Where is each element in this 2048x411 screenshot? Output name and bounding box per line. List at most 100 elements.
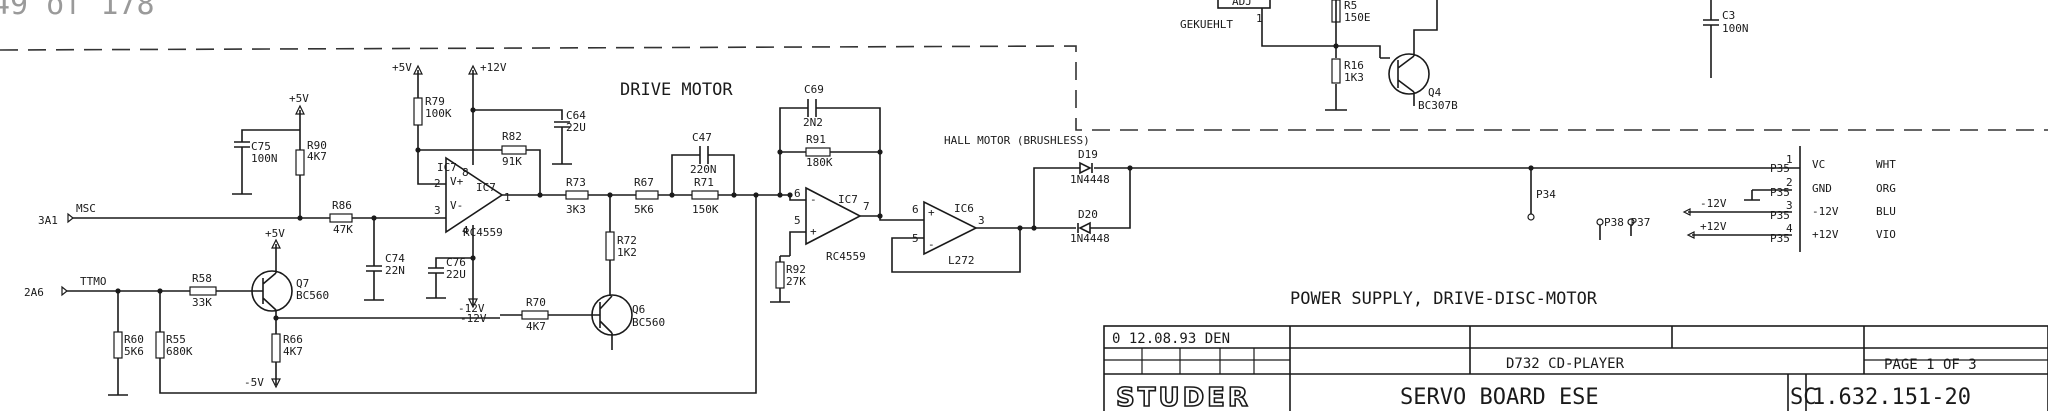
schematic-label: +12V [1700, 220, 1727, 233]
schematic-label: 100N [1722, 22, 1749, 35]
schematic-label: R60 [124, 333, 144, 346]
schematic-label: BLU [1876, 205, 1896, 218]
schematic-label: WHT [1876, 158, 1896, 171]
schematic-label: VC [1812, 158, 1825, 171]
schematic-label: R86 [332, 199, 352, 212]
schematic-label: -12V [1812, 205, 1839, 218]
schematic-label: 100K [425, 107, 452, 120]
schematic-label: +12V [1812, 228, 1839, 241]
schematic-label: C47 [692, 131, 712, 144]
schematic-label: 33K [192, 296, 212, 309]
schematic-label: 1N4448 [1070, 232, 1110, 245]
schematic-label: +12V [480, 61, 507, 74]
schematic-label: 91K [502, 155, 522, 168]
schematic-label: C76 [446, 256, 466, 269]
board-boundary [0, 45, 2048, 131]
schematic-label: 1 [1786, 153, 1793, 166]
d19-diode-icon [1079, 161, 1093, 175]
schematic-label: ORG [1876, 182, 1896, 195]
schematic-label: IC7 [476, 181, 496, 194]
schematic-label: +5V [265, 227, 285, 240]
power-supply-title: POWER SUPPLY, DRIVE-DISC-MOTOR [1290, 289, 1598, 309]
page-of: PAGE 1 OF 3 [1884, 357, 1977, 373]
schematic-label: R73 [566, 176, 586, 189]
schematic-label: P35 [1770, 209, 1790, 222]
schematic-label: + [810, 225, 817, 238]
schematic-label: V+ [450, 175, 464, 188]
drive-motor-title: DRIVE MOTOR [620, 80, 733, 100]
schematic-label: 1K3 [1344, 71, 1364, 84]
schematic-label: RC4559 [826, 250, 866, 263]
schematic-label: -12V [1700, 197, 1727, 210]
schematic-label: P35 [1770, 186, 1790, 199]
schematic-label: P35 [1770, 232, 1790, 245]
d20-diode-icon [1077, 221, 1091, 235]
schematic-label: 4 [462, 224, 469, 237]
product-name: D732 CD-PLAYER [1506, 356, 1625, 372]
ic6-amplifier-icon [923, 200, 978, 256]
schematic-label: D20 [1078, 208, 1098, 221]
schematic-label: 5K6 [124, 345, 144, 358]
msc-label: MSC [76, 202, 96, 215]
schematic-label: 2A6 [24, 286, 44, 299]
schematic-label: 27K [786, 275, 806, 288]
schematic-label: BC307B [1418, 99, 1458, 112]
schematic-label: 680K [166, 345, 193, 358]
schematic-label: 150E [1344, 11, 1371, 24]
schematic-label: R66 [283, 333, 303, 346]
ttmo-connector-icon [61, 285, 68, 297]
drawing-title: SERVO BOARD ESE [1400, 385, 1599, 410]
schematic-label: 6 [912, 203, 919, 216]
q4-driver-fragment: ADJ GEKUEHLT 1 R5 150E R16 1K3 Q4 BC307B… [1180, 0, 1749, 112]
schematic-label: - [928, 238, 935, 251]
schematic-label: IC6 [954, 202, 974, 215]
schematic-label: RC4559 [463, 226, 503, 239]
schematic-label: P35 [1770, 162, 1790, 175]
schematic-label: Q4 [1428, 86, 1442, 99]
drawing-number: 1.632.151-20 [1812, 385, 1971, 410]
schematic-label: R91 [806, 133, 826, 146]
schematic-label: 3 [1786, 199, 1793, 212]
schematic-label: -5V [244, 376, 264, 389]
schematic-label: 4 [1786, 222, 1793, 235]
schematic-label: R90 [307, 139, 327, 152]
schematic-label: R55 [166, 333, 186, 346]
schematic-label: R92 [786, 263, 806, 276]
schematic-label: P38 P37 [1604, 216, 1650, 229]
schematic-label: P34 [1536, 188, 1556, 201]
schematic-label: 5 [794, 214, 801, 227]
schematic-label: 6 [794, 187, 801, 200]
schematic-label: R58 [192, 272, 212, 285]
title-block: 0 12.08.93 DEN D732 CD-PLAYER PAGE 1 OF … [1103, 325, 2048, 411]
studer-logo: STUDER [1116, 383, 1251, 411]
schematic-label: C74 [385, 252, 405, 265]
schematic-label: Q7 [296, 277, 309, 290]
schematic-label: + [928, 206, 935, 219]
schematic-label: R67 [634, 176, 654, 189]
schematic-label: - [810, 193, 817, 206]
schematic-label: 8 [462, 166, 469, 179]
schematic-label: 7 [863, 200, 870, 213]
schematic-label: 22U [566, 121, 586, 134]
schematic-label: +5V [392, 61, 412, 74]
schematic-label: IC7 [437, 161, 457, 174]
schematic-label: C75 [251, 140, 271, 153]
schematic-label: 1 [1256, 12, 1263, 25]
schematic-label: 4K7 [283, 345, 303, 358]
schematic-label: 150K [692, 203, 719, 216]
schematic-label: R5 [1344, 0, 1357, 12]
schematic-label: 1 [504, 191, 511, 204]
schematic-label: R72 [617, 234, 637, 247]
schematic-label: VIO [1876, 228, 1896, 241]
schematic-label: 180K [806, 156, 833, 169]
schematic-label: BC560 [632, 316, 665, 329]
schematic-label: C3 [1722, 9, 1735, 22]
schematic-label: 47K [333, 223, 353, 236]
q6-transistor-icon [599, 295, 613, 350]
schematic-label: D19 [1078, 148, 1098, 161]
schematic-label: C64 [566, 109, 586, 122]
schematic-label: 22U [446, 268, 466, 281]
schematic-label: 1K2 [617, 246, 637, 259]
schematic-label: 2 [1786, 176, 1793, 189]
